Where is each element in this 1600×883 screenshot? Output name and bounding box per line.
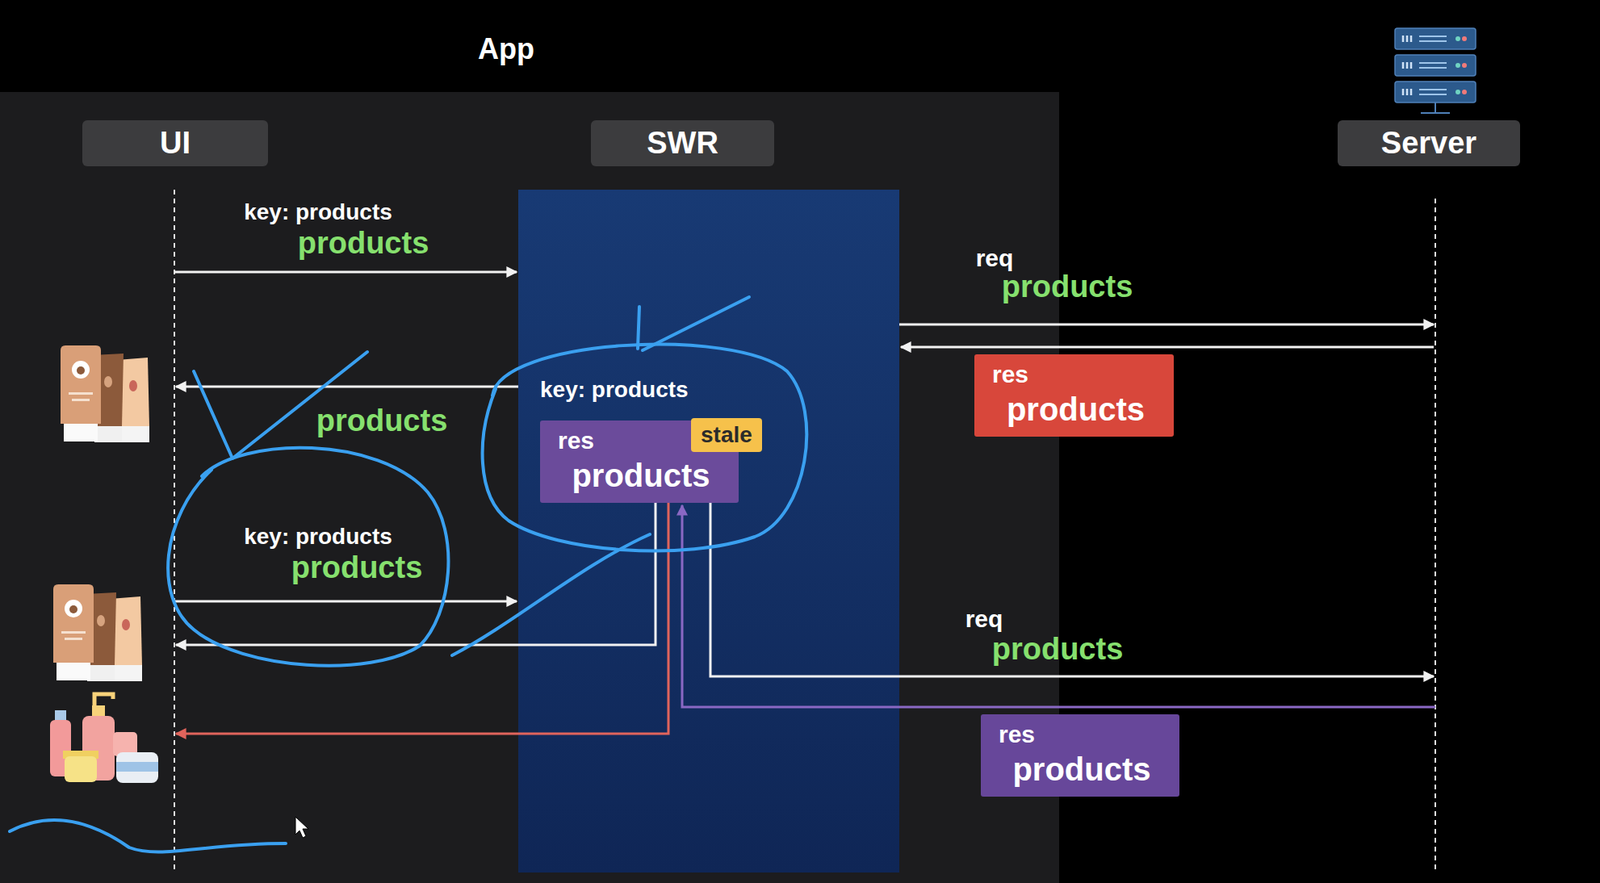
product-tubes: [53, 584, 143, 682]
server-slots: [1403, 35, 1412, 96]
update-arrow: [175, 502, 669, 734]
message-arrow: [175, 385, 519, 389]
message-arrow: [174, 600, 517, 604]
server-icon: [1394, 28, 1476, 114]
annotation-circle: [167, 448, 449, 666]
diagram-title: App: [477, 32, 535, 67]
annotation-squiggle: [9, 820, 286, 852]
message-arrow: [900, 346, 1434, 349]
message-payload: products: [291, 550, 424, 586]
annotation-stroke: [452, 534, 650, 656]
lane-title: Server: [1381, 125, 1477, 161]
response-data: products: [571, 456, 710, 495]
revalidate-arrow: [710, 502, 1434, 677]
jar: [64, 756, 97, 783]
server-stand: [1420, 102, 1450, 114]
cache-key: key: products: [540, 376, 689, 404]
server-led: [1461, 62, 1467, 68]
message-payload: products: [1001, 269, 1134, 305]
message-payload: products: [316, 403, 449, 439]
app-region: [0, 92, 1060, 883]
stale-badge: stale: [691, 418, 763, 453]
server-led: [1461, 89, 1467, 95]
product-bottles: [50, 694, 159, 784]
cache-entry: key: productsresproductsstale: [540, 376, 739, 503]
server-led: [1455, 36, 1461, 42]
lifeline: [1434, 198, 1437, 873]
mouse-cursor: [295, 816, 309, 838]
bottle-neck: [92, 705, 105, 717]
server-led: [1461, 36, 1467, 42]
bottle-cap: [54, 710, 67, 722]
server-lines: [1419, 36, 1447, 95]
stale-label: stale: [700, 420, 753, 450]
lane-title: SWR: [646, 125, 719, 161]
lane-title: UI: [159, 125, 191, 161]
fresh-response-arrow: [682, 505, 1436, 708]
product-tubes: [60, 345, 150, 443]
message-payload: products: [297, 226, 430, 261]
bottle-pump: [94, 694, 114, 706]
server-led: [1455, 89, 1461, 95]
request-label: req: [975, 244, 1014, 273]
response-tag: res: [992, 360, 1029, 388]
response-data: products: [1012, 750, 1151, 788]
response-data: products: [1006, 390, 1145, 428]
message-key: key: products: [243, 198, 393, 227]
response-tag: res: [557, 427, 595, 454]
message-arrow: [899, 323, 1434, 327]
cache-return-arrow: [175, 502, 656, 646]
server-led: [1455, 62, 1461, 68]
annotation-check: [637, 297, 750, 351]
lane-header: SWR: [590, 120, 775, 167]
response-box: resproducts: [974, 354, 1174, 437]
jar-band: [116, 762, 159, 772]
lane-header: Server: [1337, 120, 1521, 167]
response-tag: res: [998, 720, 1035, 748]
message-arrow: [174, 271, 517, 274]
message-key: key: products: [243, 523, 393, 551]
jar: [116, 752, 159, 784]
message-payload: products: [992, 632, 1124, 667]
request-label: req: [965, 605, 1004, 633]
response-box: resproducts: [980, 714, 1180, 797]
annotation-circle: [482, 344, 808, 552]
swr-column: [518, 189, 900, 873]
lane-header: UI: [82, 120, 269, 167]
